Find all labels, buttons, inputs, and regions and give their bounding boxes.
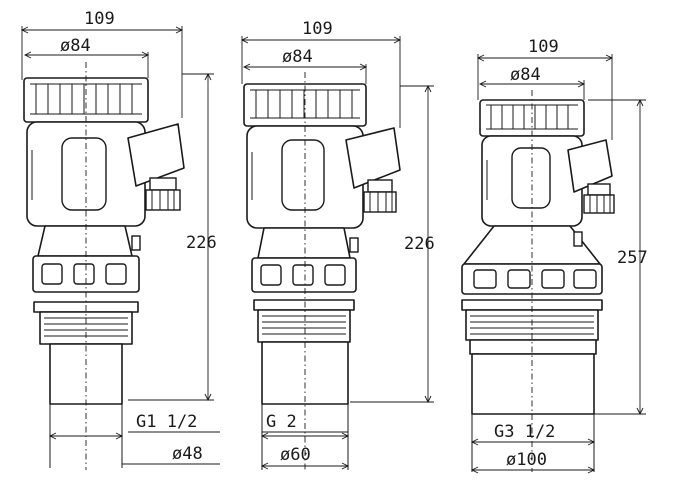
sensor-1-thread-label: G1 1/2 bbox=[136, 412, 197, 432]
sensor-2-probe-diameter-label: ø60 bbox=[280, 445, 311, 465]
sensor-1-probe-diameter-label: ø48 bbox=[172, 444, 203, 464]
sensor-2-width-label: 109 bbox=[302, 19, 333, 39]
sensor-3-drawing: 109 ø84 257 bbox=[461, 37, 648, 474]
sensor-2-drawing: 109 ø84 226 G 2 bbox=[240, 19, 435, 470]
sensor-1-height-label: 226 bbox=[186, 233, 217, 253]
sensor-3-thread-label: G3 1/2 bbox=[494, 422, 555, 442]
sensor-2-height-label: 226 bbox=[404, 234, 435, 254]
sensor-1-head-diameter-label: ø84 bbox=[60, 36, 91, 56]
sensor-1-width-label: 109 bbox=[84, 9, 115, 29]
sensor-3-width-label: 109 bbox=[528, 37, 559, 57]
sensor-2-head-diameter-label: ø84 bbox=[282, 47, 313, 67]
sensor-3-probe-diameter-label: ø100 bbox=[506, 450, 547, 470]
sensor-3-height-label: 257 bbox=[617, 248, 648, 268]
sensor-1-drawing: 109 ø84 bbox=[20, 9, 220, 470]
sensor-3-head-diameter-label: ø84 bbox=[510, 65, 541, 85]
sensor-2-thread-label: G 2 bbox=[266, 412, 297, 432]
